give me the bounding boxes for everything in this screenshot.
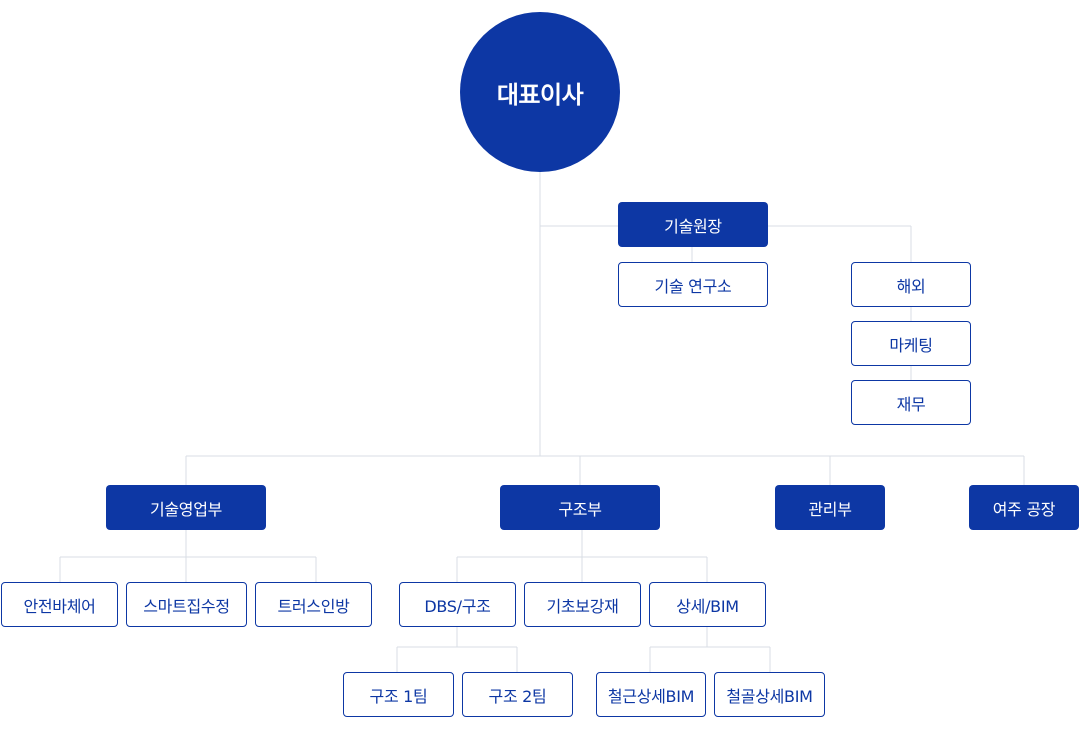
yeoju-factory-node: 여주 공장: [969, 485, 1079, 530]
ceo-label: 대표이사: [496, 80, 584, 109]
overseas-label: 해외: [896, 276, 926, 296]
truss-lintel-node: 트러스인방: [255, 582, 372, 627]
smart-drain-label: 스마트집수정: [143, 596, 230, 616]
tech-sales-label: 기술영업부: [149, 499, 223, 519]
management-label: 관리부: [808, 499, 852, 519]
ceo-node: 대표이사: [460, 12, 620, 172]
finance-node: 재무: [851, 380, 971, 425]
detail-bim-label: 상세/BIM: [676, 596, 739, 616]
rebar-detail-bim-label: 철근상세BIM: [607, 686, 695, 706]
steel-detail-bim-label: 철골상세BIM: [726, 686, 813, 706]
smart-drain-node: 스마트집수정: [126, 582, 247, 627]
structure-team-1-node: 구조 1팀: [343, 672, 454, 717]
research-lab-label: 기술 연구소: [654, 276, 732, 296]
safety-bar-chair-node: 안전바체어: [1, 582, 118, 627]
tech-sales-node: 기술영업부: [106, 485, 266, 530]
foundation-reinforcement-label: 기초보강재: [546, 596, 619, 616]
structure-team-2-node: 구조 2팀: [462, 672, 573, 717]
dbs-structure-label: DBS/구조: [424, 596, 491, 616]
finance-label: 재무: [896, 394, 926, 414]
marketing-node: 마케팅: [851, 321, 971, 366]
safety-bar-chair-label: 안전바체어: [23, 596, 96, 616]
technical-director-label: 기술원장: [664, 216, 722, 236]
detail-bim-node: 상세/BIM: [649, 582, 766, 627]
technical-director-node: 기술원장: [618, 202, 768, 247]
truss-lintel-label: 트러스인방: [277, 596, 350, 616]
structure-label: 구조부: [558, 499, 602, 519]
structure-team-1-label: 구조 1팀: [369, 686, 428, 706]
overseas-node: 해외: [851, 262, 971, 307]
marketing-label: 마케팅: [889, 335, 933, 355]
yeoju-factory-label: 여주 공장: [992, 499, 1056, 519]
research-lab-node: 기술 연구소: [618, 262, 768, 307]
steel-detail-bim-node: 철골상세BIM: [714, 672, 825, 717]
structure-node: 구조부: [500, 485, 660, 530]
dbs-structure-node: DBS/구조: [399, 582, 516, 627]
management-node: 관리부: [775, 485, 885, 530]
rebar-detail-bim-node: 철근상세BIM: [596, 672, 706, 717]
foundation-reinforcement-node: 기초보강재: [524, 582, 641, 627]
structure-team-2-label: 구조 2팀: [488, 686, 547, 706]
